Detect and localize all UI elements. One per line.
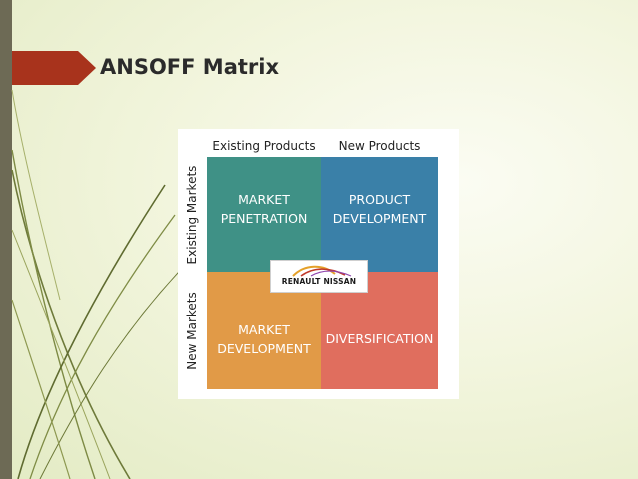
column-label-new-products: New Products [338, 139, 421, 153]
quadrant-product-development: PRODUCT DEVELOPMENT [321, 157, 438, 272]
title-arrow-shape [12, 51, 96, 85]
slide-title: ANSOFF Matrix [100, 55, 280, 79]
renault-nissan-logo: RENAULT NISSAN [270, 260, 368, 293]
quadrant-market-penetration: MARKET PENETRATION [207, 157, 321, 272]
ansoff-matrix: Existing Products New Products Existing … [178, 129, 459, 399]
quadrant-diversification-label: DIVERSIFICATION [325, 331, 434, 346]
quadrant-market-development-label: MARKET DEVELOPMENT [217, 321, 311, 356]
logo-text: RENAULT NISSAN [281, 277, 357, 286]
renault-nissan-swoosh-icon [292, 265, 352, 277]
left-accent-bar [0, 0, 12, 479]
row-label-existing-markets: Existing Markets [185, 165, 199, 265]
column-label-existing-products: Existing Products [212, 139, 316, 153]
row-label-new-markets: New Markets [185, 292, 199, 370]
quadrant-market-penetration-label: MARKET PENETRATION [220, 191, 308, 226]
quadrant-product-development-label: PRODUCT DEVELOPMENT [332, 191, 427, 226]
